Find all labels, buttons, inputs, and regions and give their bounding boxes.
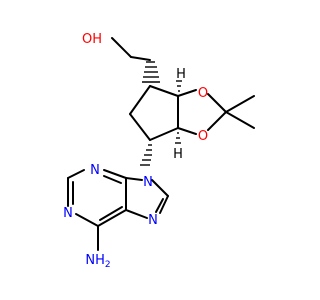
bond-c8-n7 <box>159 195 169 214</box>
bond-n7-c5p <box>125 209 148 219</box>
molecule-canvas: OH O O H H N N N N NH2 <box>63 32 255 270</box>
atom-n9: N <box>143 175 153 190</box>
bond-ch2-c1 <box>130 56 151 61</box>
bond-c3-c4 <box>149 127 179 141</box>
bond-c2-h-hashed <box>176 80 182 92</box>
atom-labels: OH O O H H N N N N NH2 <box>63 32 208 270</box>
bond-o-ch2 <box>111 37 132 58</box>
bond-cq-me2 <box>225 111 255 129</box>
atom-o-ring-bottom: O <box>198 129 208 144</box>
bond-n9-c8 <box>151 179 169 197</box>
atom-h-top: H <box>176 67 186 82</box>
bond-c4p-n3 <box>103 169 127 179</box>
bond-c4-n9-hashed <box>140 144 152 166</box>
bond-o1-cq <box>207 93 227 113</box>
bond-cq-me1 <box>225 95 255 113</box>
bond-c4p-n9 <box>125 177 143 181</box>
bond-o2-c3 <box>177 127 197 135</box>
bond-c8-n7-double <box>155 198 164 213</box>
bond-n1-c6 <box>75 213 99 227</box>
bond-c4-c5 <box>129 113 151 141</box>
bonds <box>67 37 255 251</box>
bond-c5-c1 <box>129 85 151 115</box>
amine-label: NH <box>85 253 105 268</box>
bond-c6-c5p <box>97 209 127 227</box>
bond-cq-o2 <box>207 111 227 131</box>
bond-n3-c2 <box>67 169 85 179</box>
bond-c4p-n3-double <box>103 175 122 184</box>
atom-h-bottom: H <box>173 147 183 162</box>
atom-amine: NH2 <box>85 253 110 270</box>
atom-n7: N <box>148 213 158 228</box>
bond-c6-c5p-double <box>99 206 123 221</box>
atom-o-ring-top: O <box>198 86 208 101</box>
atom-n3: N <box>90 163 100 178</box>
bond-c2-o1 <box>177 89 197 97</box>
atom-n1: N <box>63 206 73 221</box>
amine-subscript: 2 <box>105 260 111 270</box>
atom-oh: OH <box>82 32 102 47</box>
bond-ch2-c1-hashed <box>142 61 160 83</box>
bond-c1-c2 <box>149 85 179 97</box>
molecule-structure: OH O O H H N N N N NH2 <box>63 32 255 270</box>
bond-c3-h-hashed <box>175 132 181 144</box>
